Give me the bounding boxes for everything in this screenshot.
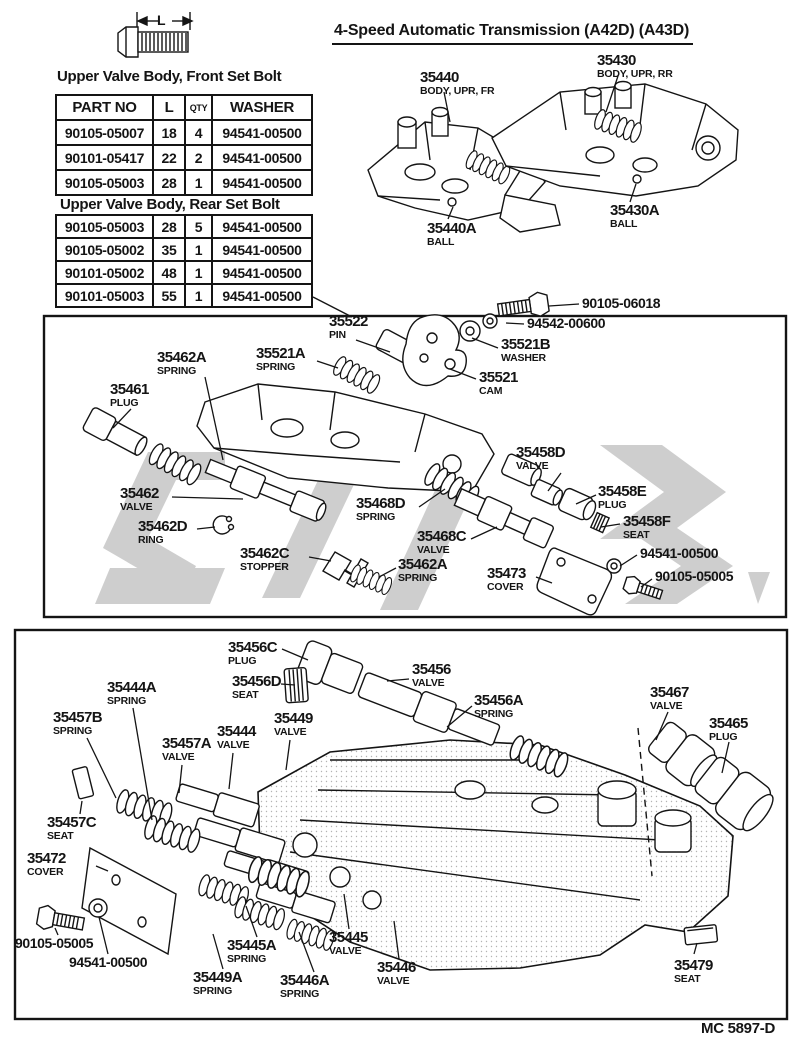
page-title: 4-Speed Automatic Transmission (A42D) (A… <box>332 22 694 45</box>
front-table-title: Upper Valve Body, Front Set Bolt <box>57 68 282 85</box>
document-code: MC 5897-D <box>701 1020 775 1037</box>
lower-assembly-drawing <box>35 640 774 971</box>
col-header-qty: QTY <box>184 94 213 121</box>
label-94541-00500-mid: 94541-00500 <box>640 545 719 561</box>
ball-35440a-drawing <box>447 197 457 207</box>
bolt-length-label: L <box>157 12 166 28</box>
middle-assembly-drawing <box>82 291 664 616</box>
rear-table-title: Upper Valve Body, Rear Set Bolt <box>60 196 280 213</box>
upper-valve-body-rr-drawing <box>491 80 739 197</box>
middle-box-border <box>42 314 788 619</box>
col-header-l: L <box>152 94 186 121</box>
leader-lines <box>54 75 730 973</box>
col-header-washer: WASHER <box>211 94 313 121</box>
label-90105-05005-btm: 90105-05005 <box>15 935 94 951</box>
bottom-box-border <box>13 628 789 1021</box>
col-header-part-no: PART NO <box>55 94 154 121</box>
label-94542-00600: 94542-00600 <box>527 315 606 331</box>
table-connector-line <box>312 296 353 318</box>
label-90105-05005-mid: 90105-05005 <box>655 568 734 584</box>
label-94541-00500-btm: 94541-00500 <box>69 954 148 970</box>
bolt-legend-drawing <box>117 12 194 58</box>
label-90105-06018: 90105-06018 <box>582 295 661 311</box>
ball-35430a-drawing <box>632 174 642 184</box>
